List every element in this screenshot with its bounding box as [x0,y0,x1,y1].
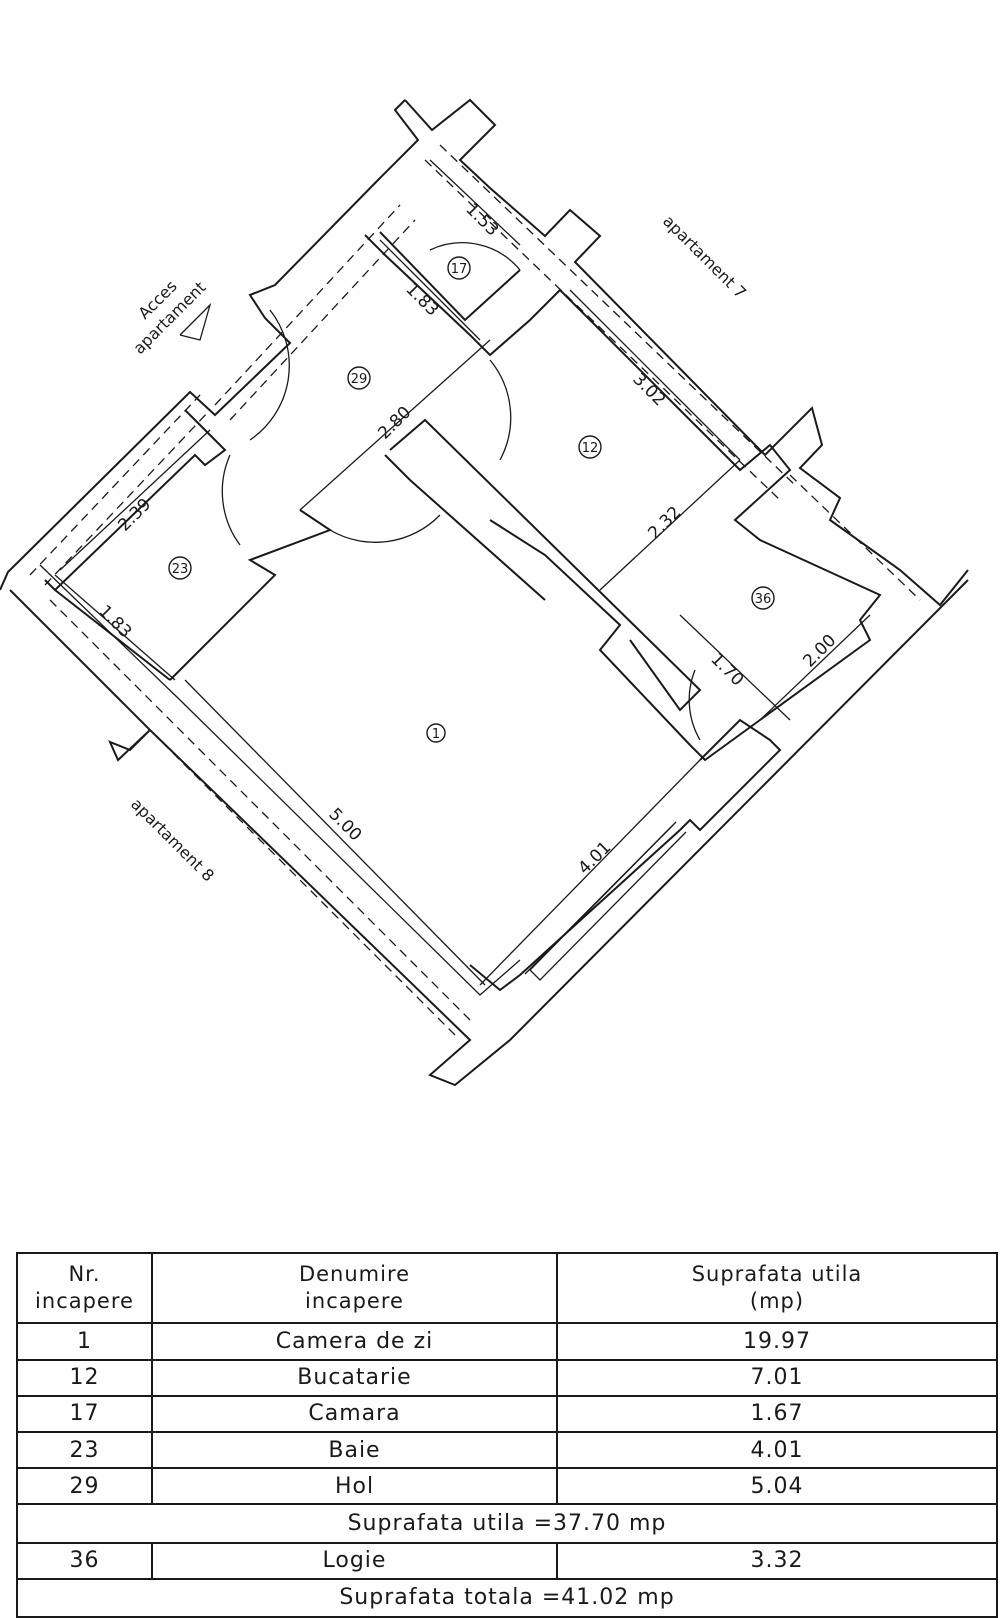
cell-name: Camera de zi [151,1322,558,1361]
dimension-bucatarie-width: 2.32 [644,503,685,544]
room-marker: 12 [578,435,602,459]
room-number: 17 [451,262,468,277]
cell-nr: 36 [16,1541,153,1580]
cell-name: Bucatarie [151,1358,558,1397]
subtotal-cell: Suprafata utila =37.70 mp [16,1503,998,1544]
room-marker: 17 [447,256,471,280]
cell-area: 7.01 [556,1358,998,1397]
header-area: Suprafata utila(mp) [556,1251,998,1325]
table-row: 29 Hol 5.04 [16,1467,998,1506]
cell-nr: 23 [16,1430,153,1470]
doors [179,242,701,741]
table-row: 12 Bucatarie 7.01 [16,1358,998,1397]
subtotal-row: Suprafata utila =37.70 mp [16,1503,998,1544]
dimension-camera-width: 4.01 [574,838,615,879]
table-row-logia: 36 Logie 3.32 [16,1541,998,1580]
room-number: 1 [432,727,440,742]
interior-walls [44,231,882,992]
room-number: 12 [582,441,599,456]
cell-area: 5.04 [556,1467,998,1506]
room-marker: 23 [168,556,192,580]
dimension-camera-length: 5.00 [324,804,365,845]
cell-nr: 17 [16,1394,153,1433]
room-marker: 1 [426,723,446,743]
room-marker: 36 [751,586,775,610]
insulation-lines [29,144,921,1036]
cell-area: 19.97 [556,1322,998,1361]
total-row: Suprafata totala =41.02 mp [16,1577,998,1618]
label-neighbor-top-right: apartament 7 [659,211,750,302]
cell-name: Baie [151,1430,558,1470]
cell-nr: 12 [16,1358,153,1397]
cell-name: Camara [151,1394,558,1433]
room-marker: 29 [347,366,371,390]
total-cell: Suprafata totala =41.02 mp [16,1577,998,1618]
dimension-camara-width: 1.53 [461,199,502,240]
cell-nr: 1 [16,1322,153,1361]
cell-area: 1.67 [556,1394,998,1433]
cell-name: Hol [151,1467,558,1506]
dimension-logie-width: 1.70 [706,649,747,690]
dimension-bucatarie-length: 3.02 [628,369,669,410]
cell-area: 4.01 [556,1430,998,1470]
header-nr: Nr.incapere [16,1251,153,1325]
room-number: 36 [755,592,772,607]
cell-nr: 29 [16,1467,153,1506]
room-number: 29 [351,372,368,387]
floor-plan: 1.53 1.83 2.80 3.02 2.32 2.39 1.83 1.70 … [0,98,969,1087]
cell-area: 3.32 [556,1541,998,1580]
table-row: 17 Camara 1.67 [16,1394,998,1433]
room-number: 23 [172,562,189,577]
exterior-walls [0,98,969,1087]
cell-name: Logie [151,1541,558,1580]
dimension-baie-width: 2.39 [114,495,155,536]
label-neighbor-bottom-left: apartament 8 [127,794,218,885]
dimension-lines [54,159,871,986]
table-row: 1 Camera de zi 19.97 [16,1322,998,1361]
dimension-camara-depth: 1.83 [401,279,442,320]
table-row: 23 Baie 4.01 [16,1430,998,1470]
